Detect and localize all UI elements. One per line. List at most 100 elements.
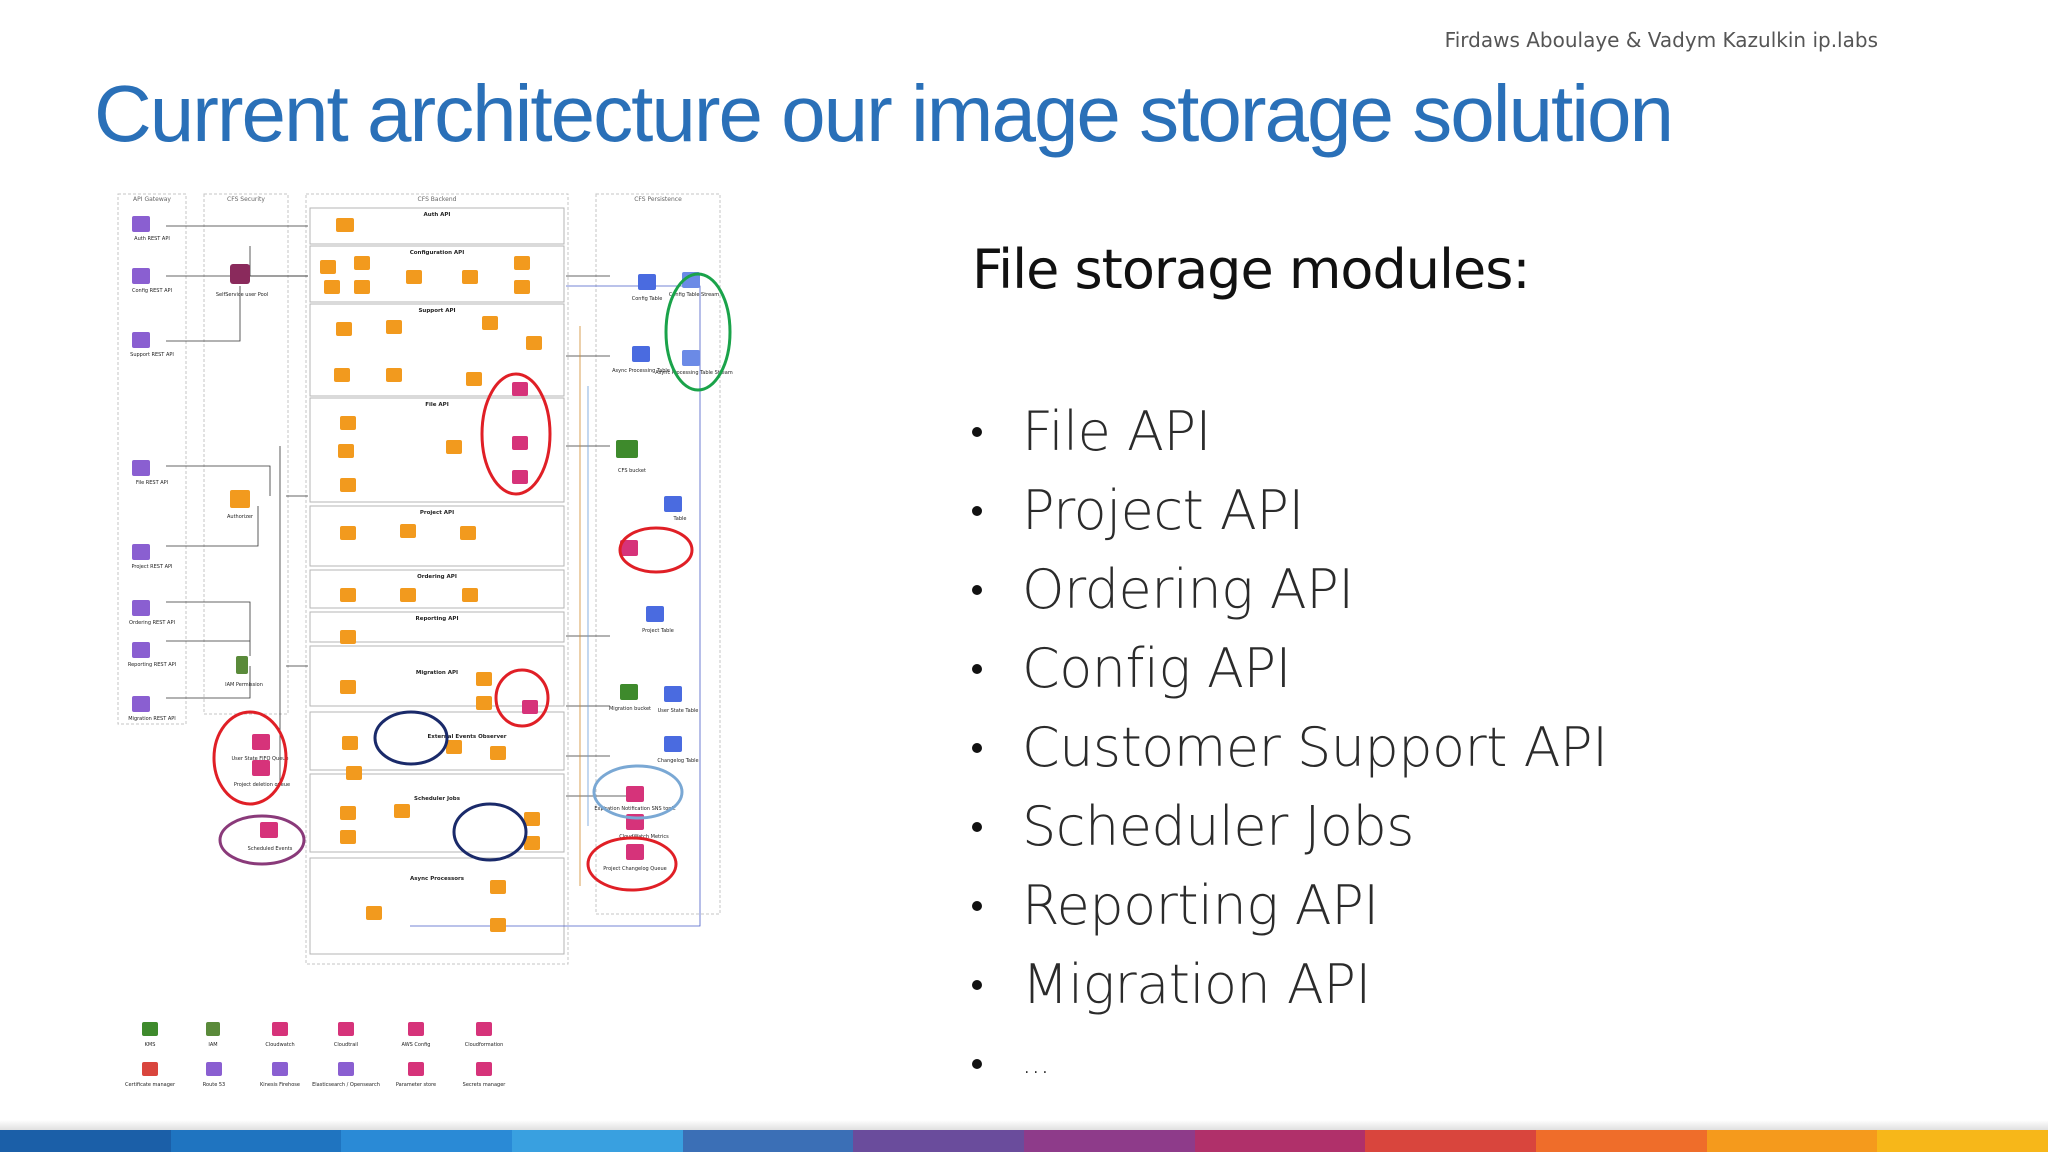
footer-color-bar [0, 1130, 2048, 1152]
connector-lines-colored [410, 285, 701, 927]
gateway-label: File REST API [136, 480, 168, 486]
highlight-lightblue [592, 764, 684, 820]
list-item: Customer Support API [972, 708, 1608, 787]
legend-label: Route 53 [203, 1082, 225, 1088]
group-label: Scheduler Jobs [414, 796, 461, 802]
persistence-label: CFS bucket [618, 468, 646, 474]
bullet-icon [972, 742, 982, 753]
gateway-label: Support REST API [130, 352, 174, 358]
legend-label: Secrets manager [463, 1082, 507, 1088]
queue-label: Project Changelog Queue [603, 866, 666, 872]
security-icons: SelfService user Pool Authorizer IAM Per… [216, 264, 268, 688]
legend-label: AWS Config [402, 1042, 431, 1048]
module-label: Customer Support API [1022, 716, 1608, 779]
highlight-circles [212, 272, 732, 892]
security-label: Authorizer [227, 514, 254, 520]
security-label: IAM Permission [225, 682, 263, 688]
highlight-red [586, 836, 678, 892]
architecture-diagram: API Gateway CFS Security CFS Backend CFS… [117, 193, 733, 1088]
footer-color-segment [1706, 1130, 1878, 1152]
gateway-label: Ordering REST API [129, 620, 175, 626]
group-label: Auth API [424, 212, 451, 218]
list-item: ... [972, 1024, 1608, 1103]
bullet-icon [972, 900, 982, 911]
service-legend: KMS IAM Cloudwatch Cloudtrail AWS Config… [125, 1022, 506, 1088]
connector-lines [166, 225, 630, 797]
group-label: Ordering API [417, 574, 457, 580]
column-label: API Gateway [133, 196, 171, 203]
security-label: SelfService user Pool [216, 292, 268, 298]
persistence-label: Config Table [632, 296, 663, 302]
list-item: Reporting API [972, 866, 1608, 945]
module-label: Project API [1022, 479, 1304, 542]
group-labels: Auth API Configuration API Support API F… [410, 212, 507, 882]
persistence-label: Project Table [642, 628, 674, 634]
footer-color-segment [1365, 1130, 1537, 1152]
module-label: Reporting API [1022, 874, 1379, 937]
column-label: CFS Security [227, 196, 265, 203]
gateway-label: Config REST API [132, 288, 172, 294]
highlight-navy [452, 802, 528, 862]
queue-icons [252, 382, 644, 860]
bullet-icon [972, 584, 982, 595]
highlight-navy [373, 710, 449, 766]
highlight-purple [218, 814, 306, 866]
footer-color-segment [853, 1130, 1025, 1152]
group-label: External Events Observer [428, 734, 507, 740]
bullet-icon [972, 821, 982, 832]
highlight-red [618, 526, 694, 574]
list-item: Migration API [972, 945, 1608, 1024]
bullet-icon [972, 505, 982, 516]
group-label: File API [425, 402, 449, 408]
legend-label: IAM [208, 1042, 217, 1048]
modules-list: File API Project API Ordering API Config… [972, 392, 1608, 1103]
queue-label: Project deletion queue [234, 782, 290, 788]
legend-label: KMS [145, 1042, 156, 1048]
author-credit: Firdaws Aboulaye & Vadym Kazulkin ip.lab… [1444, 28, 1878, 52]
group-label: Support API [418, 308, 455, 314]
group-label: Migration API [416, 670, 458, 676]
column-labels: API Gateway CFS Security CFS Backend CFS… [133, 196, 682, 203]
persistence-label: Migration bucket [609, 706, 651, 712]
footer-color-segment [1536, 1130, 1707, 1152]
group-label: Async Processors [410, 876, 465, 882]
persistence-label: Table [673, 516, 687, 522]
list-item: Project API [972, 471, 1608, 550]
list-item: File API [972, 392, 1608, 471]
footer-color-segment [1194, 1130, 1366, 1152]
persistence-label: Config Table Stream [669, 292, 719, 298]
legend-label: Parameter store [396, 1082, 436, 1088]
footer-shadow [0, 1120, 2048, 1130]
bullet-icon [972, 1058, 982, 1069]
legend-label: Certificate manager [125, 1082, 176, 1088]
footer-color-segment [1877, 1130, 2048, 1152]
queue-label: Expiration Notification SNS topic [594, 806, 676, 812]
column-label: CFS Persistence [634, 196, 682, 203]
group-label: Reporting API [415, 616, 458, 622]
persistence-label: Async Processing Table [612, 368, 670, 374]
module-label: Config API [1022, 637, 1291, 700]
persistence-label: Changelog Table [657, 758, 698, 764]
queue-label: User State FIFO Queue [232, 756, 289, 762]
queue-label: CloudWatch Metrics [619, 834, 669, 840]
legend-label: Kinesis Firehose [260, 1082, 300, 1088]
persistence-icons: Config Table Config Table Stream Async P… [609, 272, 733, 764]
highlight-green [664, 272, 732, 392]
gateway-label: Project REST API [131, 564, 172, 570]
footer-color-segment [0, 1130, 171, 1152]
gateway-label: Reporting REST API [128, 662, 176, 668]
module-label: Migration API [1022, 953, 1371, 1016]
highlight-red [494, 668, 550, 728]
legend-label: Elasticsearch / Opensearch [312, 1082, 380, 1088]
module-label: Ordering API [1022, 558, 1354, 621]
group-label: Configuration API [410, 250, 465, 256]
persistence-label: Async Processing Table Stream [655, 370, 733, 376]
legend-label: Cloudtrail [334, 1042, 358, 1048]
list-item: Scheduler Jobs [972, 787, 1608, 866]
legend-label: Cloudwatch [265, 1042, 294, 1048]
column-frames [117, 193, 721, 965]
footer-color-segment [1024, 1130, 1195, 1152]
module-label: ... [1022, 1046, 1050, 1081]
group-label: Project API [420, 510, 454, 516]
gateway-icons: Auth REST API Config REST API Support RE… [128, 216, 176, 722]
